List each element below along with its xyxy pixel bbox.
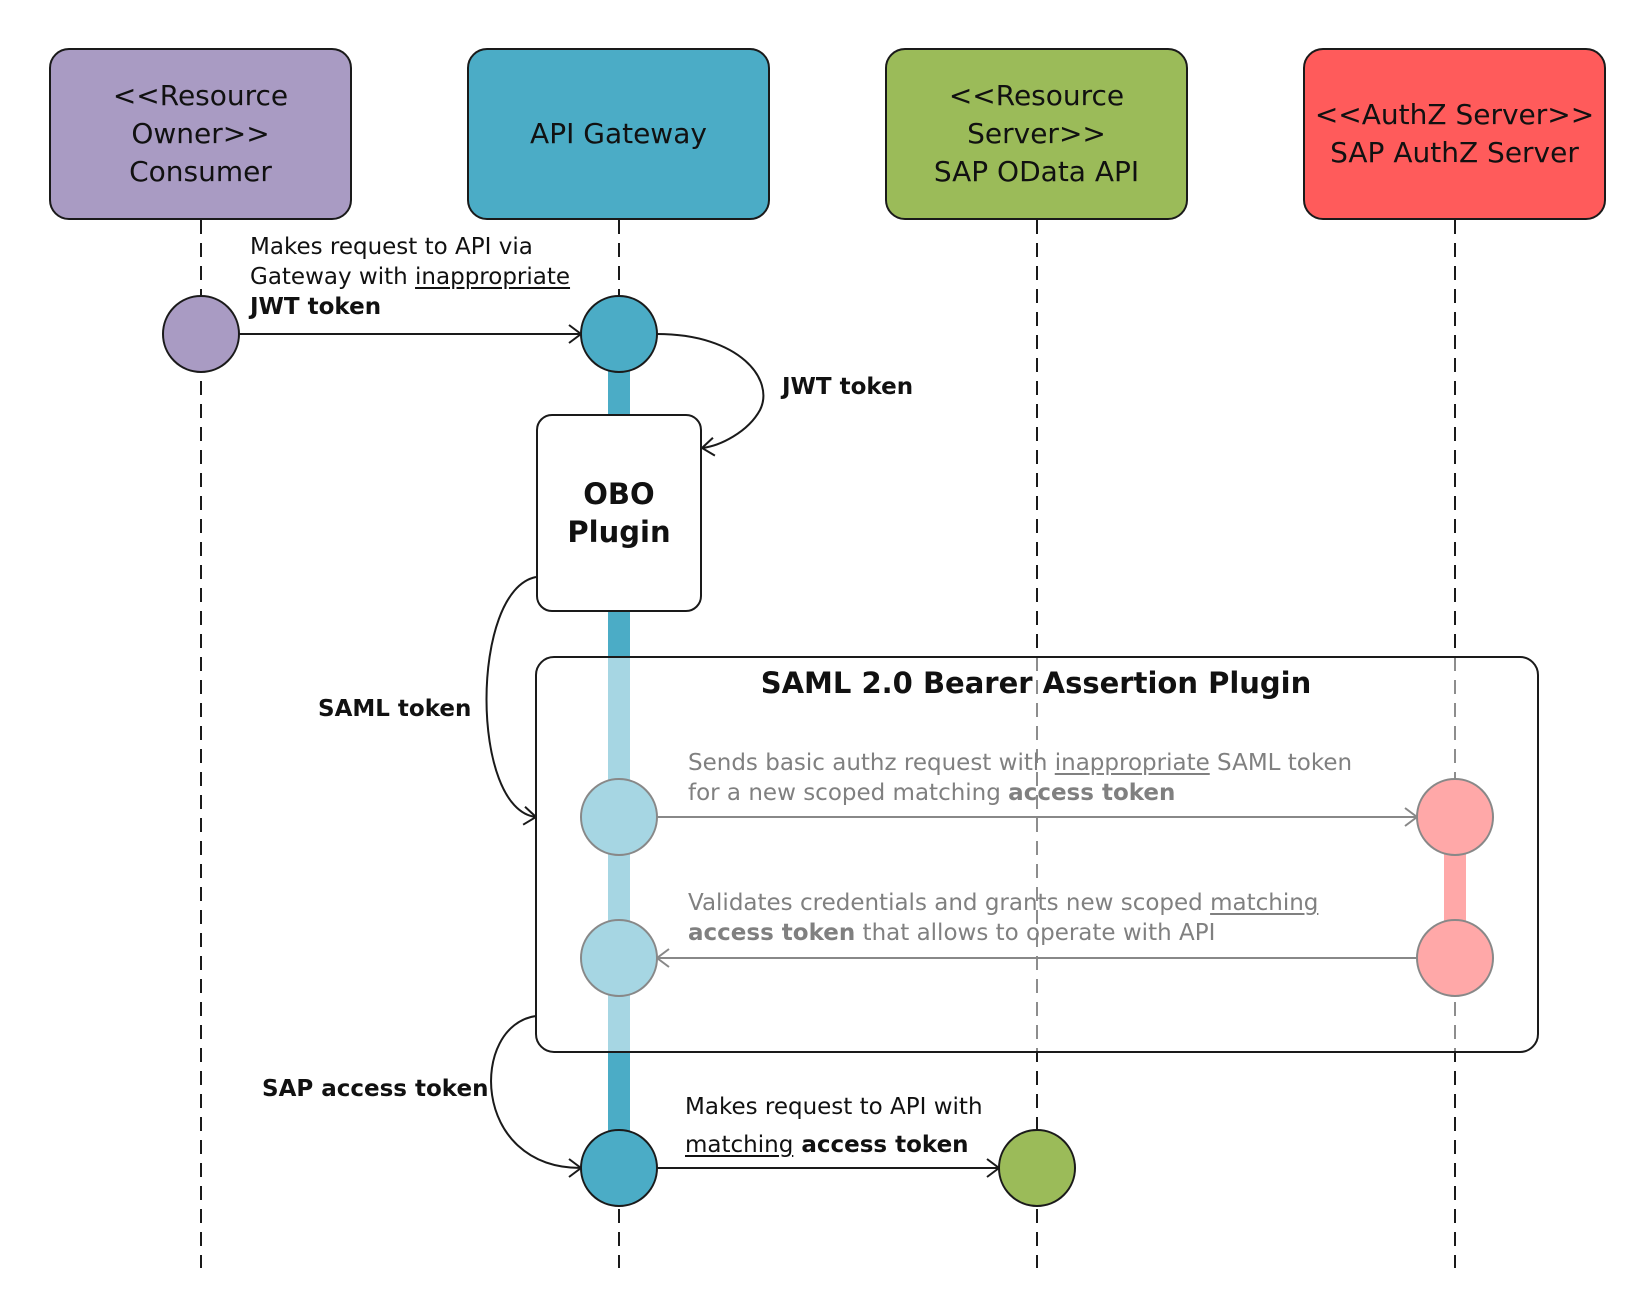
message-api-request: Makes request to API with matching acces… <box>685 1088 983 1164</box>
message-authz-request: Sends basic authz request with inappropr… <box>688 748 1352 808</box>
message-api-request-line1: Makes request to API with <box>685 1094 983 1120</box>
message-authz-response-line1: Validates credentials and grants new sco… <box>688 890 1319 916</box>
gateway-node-top <box>580 295 658 373</box>
gateway-node-bottom <box>580 1129 658 1207</box>
gateway-faded-node-1 <box>580 778 658 856</box>
jwt-token-arrow <box>656 333 765 448</box>
message-api-request-line2: matching access token <box>685 1132 969 1158</box>
consumer-stereotype: <<Resource Owner>> <box>112 79 289 150</box>
resource-server-name: SAP OData API <box>933 155 1140 188</box>
message-jwt-token: JWT token <box>782 374 914 400</box>
participant-resource-server: <<Resource Server>> SAP OData API <box>885 48 1188 220</box>
gateway-name: API Gateway <box>530 117 707 150</box>
obo-plugin-box: OBO Plugin <box>536 414 702 612</box>
message-consumer-request-line3: JWT token <box>250 294 382 320</box>
message-sap-access-token: SAP access token <box>262 1076 489 1102</box>
obo-plugin-line2: Plugin <box>567 515 671 549</box>
resource-server-stereotype: <<Resource Server>> <box>948 79 1125 150</box>
authz-server-name: SAP AuthZ Server <box>1330 136 1579 169</box>
message-consumer-request-line2: Gateway with inappropriate <box>250 264 571 290</box>
consumer-node <box>162 295 240 373</box>
saml-token-arrow <box>485 576 537 817</box>
participant-api-gateway: API Gateway <box>467 48 770 220</box>
message-authz-request-line1: Sends basic authz request with inappropr… <box>688 750 1353 776</box>
message-authz-response: Validates credentials and grants new sco… <box>688 888 1318 948</box>
participant-authz-server: <<AuthZ Server>> SAP AuthZ Server <box>1303 48 1606 220</box>
gateway-faded-node-2 <box>580 919 658 997</box>
message-authz-request-line2: for a new scoped matching access token <box>688 780 1176 806</box>
obo-plugin-line1: OBO <box>583 477 655 511</box>
message-saml-token: SAML token <box>318 696 472 722</box>
authz-faded-node-1 <box>1416 778 1494 856</box>
message-consumer-request-line1: Makes request to API via <box>250 234 533 260</box>
consumer-name: Consumer <box>129 155 272 188</box>
authz-server-stereotype: <<AuthZ Server>> <box>1314 98 1595 131</box>
message-consumer-request: Makes request to API via Gateway with in… <box>250 232 570 322</box>
message-authz-response-line2: access token that allows to operate with… <box>688 920 1216 946</box>
saml-plugin-title: SAML 2.0 Bearer Assertion Plugin <box>760 666 1312 700</box>
authz-faded-node-2 <box>1416 919 1494 997</box>
participant-consumer: <<Resource Owner>> Consumer <box>49 48 352 220</box>
sap-access-token-arrow <box>490 1015 581 1168</box>
saml-plugin-box <box>535 656 1539 1053</box>
resource-server-node <box>998 1129 1076 1207</box>
